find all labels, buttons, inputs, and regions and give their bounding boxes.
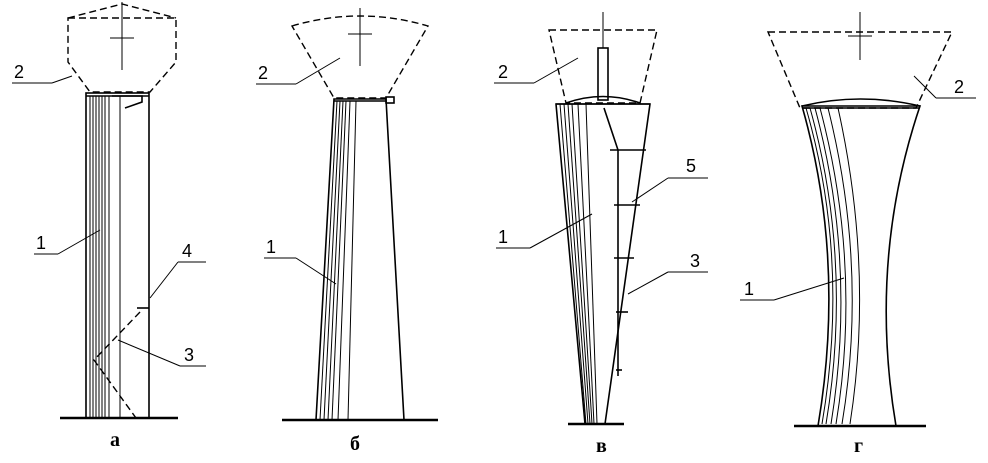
tank-a bbox=[67, 17, 177, 93]
label-v-5: 5 bbox=[686, 156, 696, 176]
shaft-v bbox=[555, 103, 651, 425]
label-a-3: 3 bbox=[184, 345, 194, 365]
caption-b: б bbox=[350, 433, 360, 455]
tower-b: 2 1 б bbox=[256, 8, 438, 455]
label-v-1: 1 bbox=[498, 227, 508, 247]
caption-v: в bbox=[596, 435, 607, 457]
caption-g: г bbox=[854, 435, 863, 457]
label-a-4: 4 bbox=[182, 241, 192, 261]
shaft-b bbox=[315, 98, 405, 421]
label-v-2: 2 bbox=[498, 62, 508, 82]
shaft-a-hatching bbox=[89, 96, 121, 418]
tower-g: 2 1 г bbox=[740, 12, 976, 457]
bracket-a bbox=[112, 95, 143, 109]
label-v-3: 3 bbox=[690, 251, 700, 271]
riser-v bbox=[597, 47, 609, 101]
stair-a bbox=[93, 311, 141, 419]
tank-g-bottom bbox=[801, 98, 921, 107]
stair-v-top bbox=[603, 107, 619, 151]
shaft-a bbox=[85, 92, 150, 419]
shaft-g bbox=[800, 105, 922, 427]
shaft-v-hatching bbox=[559, 103, 598, 425]
stair-v-landings bbox=[610, 149, 646, 371]
caption-a: а bbox=[110, 429, 120, 451]
label-a-2: 2 bbox=[14, 62, 24, 82]
shaft-b-hatching bbox=[319, 100, 357, 421]
shaft-g-hatching bbox=[805, 107, 861, 425]
label-b-1: 1 bbox=[266, 237, 276, 257]
tank-v-bottom bbox=[565, 95, 641, 104]
label-g-1: 1 bbox=[744, 279, 754, 299]
hatch-b bbox=[385, 96, 395, 104]
label-g-2: 2 bbox=[954, 77, 964, 97]
label-a-1: 1 bbox=[36, 233, 46, 253]
label-b-2: 2 bbox=[258, 63, 268, 83]
tower-a: 2 1 4 3 а bbox=[12, 2, 206, 451]
tower-v: 2 5 1 3 в bbox=[494, 12, 708, 457]
